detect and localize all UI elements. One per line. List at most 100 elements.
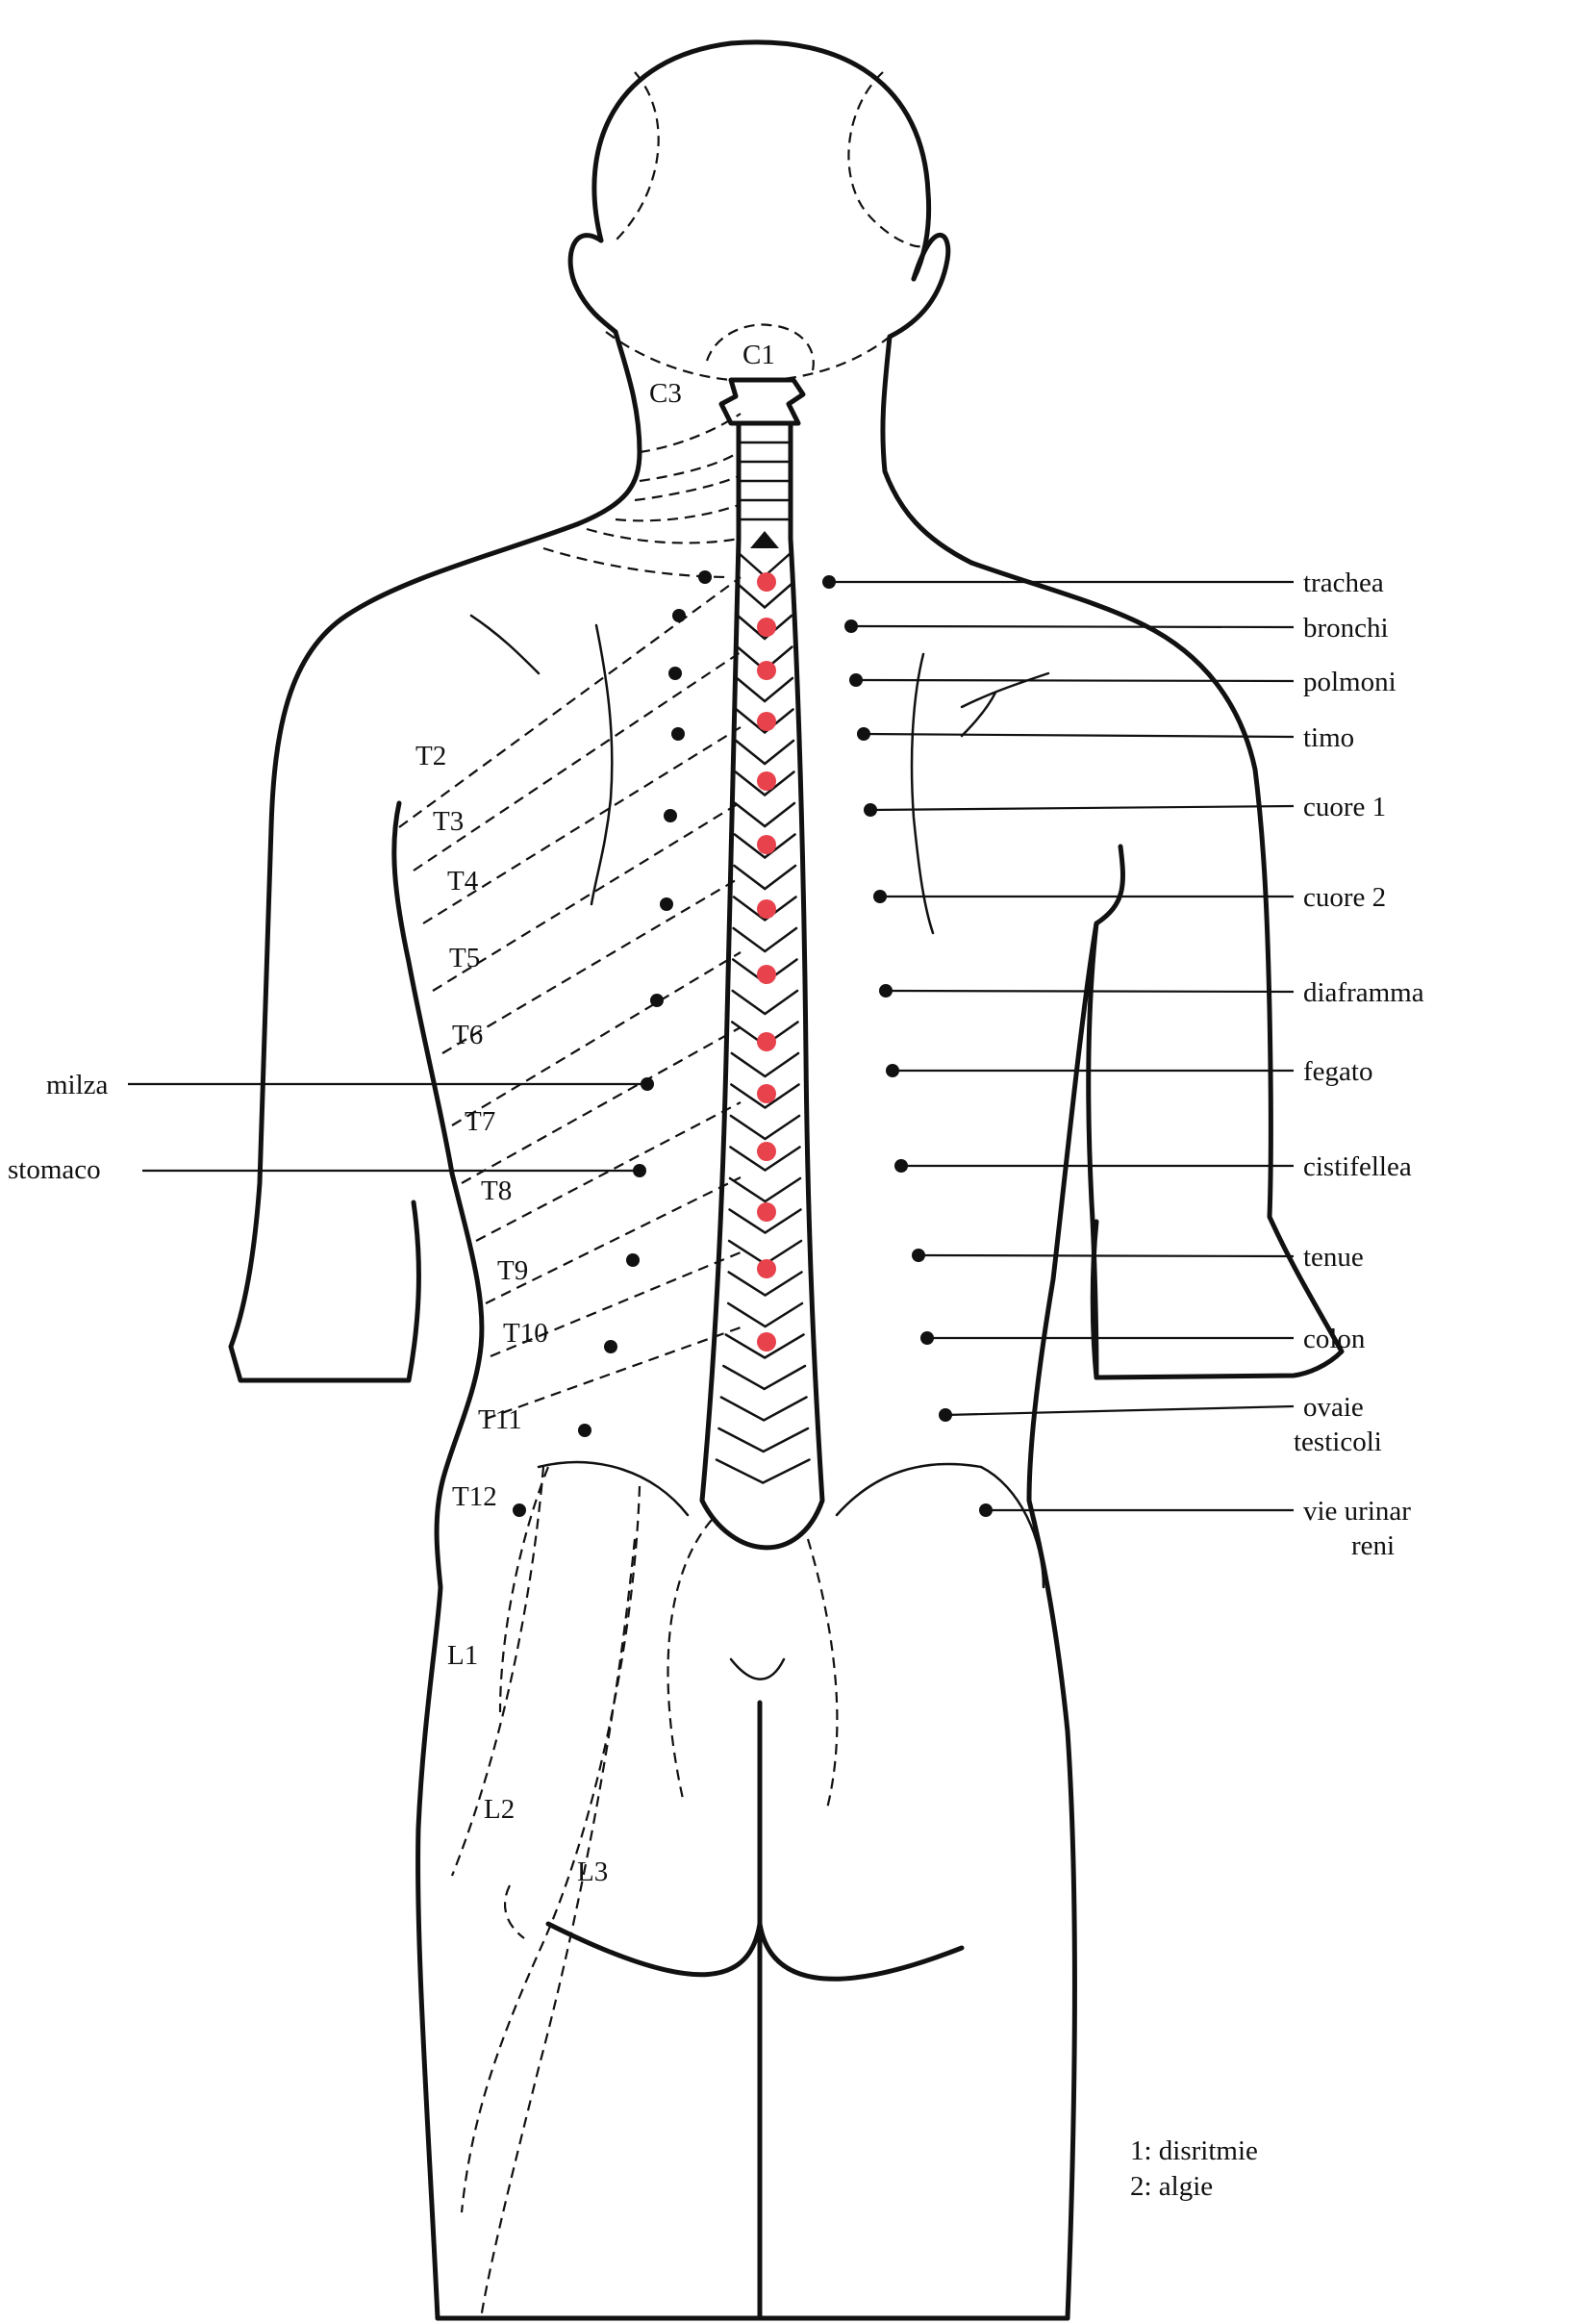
spine-chevron [733, 833, 796, 860]
spinal-point [757, 899, 776, 919]
spine-chevron [732, 896, 797, 922]
thoracic-dermatome-line [485, 1176, 742, 1304]
dermatome-point [664, 809, 677, 822]
thoracic-dermatome-line [432, 801, 742, 992]
segment-label: T2 [415, 741, 446, 771]
spine-chevron [737, 583, 792, 610]
organ-label: cuore 1 [1303, 792, 1386, 822]
spinal-point [757, 965, 776, 984]
organ-label: milza [46, 1070, 109, 1100]
spine-chevron [724, 1333, 805, 1359]
segment-label: T7 [465, 1106, 495, 1137]
organ-label: bronchi [1303, 613, 1389, 644]
segment-label: T5 [449, 943, 480, 973]
organ-label: fegato [1303, 1056, 1372, 1087]
spinal-point [757, 771, 776, 791]
thoracic-dermatome-lines [398, 570, 742, 1517]
segment-label: L3 [577, 1857, 608, 1887]
dermatome-point [650, 994, 664, 1007]
segment-label: T9 [497, 1255, 528, 1286]
dermatome-point [671, 727, 685, 741]
spinal-point [757, 712, 776, 731]
dermatome-point [672, 609, 686, 622]
spine-chevron [730, 1083, 800, 1110]
organ-label: tenue [1303, 1242, 1364, 1273]
spine-chevron [728, 1208, 802, 1234]
dermatome-point [698, 570, 712, 584]
segment-label: T11 [478, 1404, 522, 1435]
spine-chevron [731, 989, 799, 1016]
segment-label: L1 [447, 1640, 478, 1671]
organ-leader-line [863, 732, 1295, 739]
organ-label: colon [1303, 1324, 1366, 1354]
head-details [542, 71, 924, 579]
thoracic-dermatome-line [451, 951, 742, 1126]
organ-label: timo [1303, 722, 1354, 753]
dermatome-point [626, 1253, 640, 1267]
organ-label-secondary: testicoli [1294, 1427, 1382, 1457]
organ-leader-line [918, 1253, 1295, 1258]
thoracic-dermatome-line [490, 1250, 742, 1358]
thoracic-dermatome-line [461, 1026, 742, 1184]
thoracic-dermatome-line [413, 651, 742, 872]
segment-label: C3 [649, 378, 682, 409]
dermatome-point [604, 1340, 617, 1353]
lumbar-dermatome-lines [450, 1466, 839, 2319]
organ-leader-line [855, 678, 1295, 683]
body-details [469, 614, 1050, 2321]
dermatome-point [668, 667, 682, 680]
spine-chevron [719, 1396, 808, 1422]
dermatome-point [660, 897, 673, 911]
thoracic-dermatome-line [475, 1101, 742, 1242]
spine-chevron [729, 1114, 801, 1141]
spinal-points [757, 572, 776, 1351]
organ-label: stomaco [8, 1154, 101, 1185]
thoracic-dermatome-line [441, 876, 742, 1054]
spine-chevron [734, 770, 795, 797]
organ-leader-line [869, 804, 1295, 812]
spine-chevron [730, 1051, 800, 1078]
segment-label: T3 [433, 806, 464, 837]
organ-label: cistifellea [1303, 1151, 1412, 1182]
spinal-point [757, 835, 776, 854]
organ-leader-line [850, 624, 1295, 629]
organ-label: ovaie [1303, 1392, 1364, 1423]
spinal-point [757, 1332, 776, 1351]
legend-line-1: 1: disritmie [1130, 2135, 1258, 2166]
spine-chevron [729, 1146, 801, 1173]
spine-chevron [727, 1271, 803, 1297]
dermatome-point [513, 1503, 526, 1517]
organ-label: cuore 2 [1303, 882, 1386, 913]
organ-labels-left: milza stomaco [8, 1070, 649, 1185]
segment-label: T10 [503, 1318, 548, 1349]
segment-label: C1 [742, 340, 775, 370]
thoracic-dermatome-line [422, 726, 742, 924]
segment-label: L2 [484, 1794, 515, 1825]
spine-chevrons [715, 551, 811, 1484]
spinal-point [757, 572, 776, 592]
spinal-point [757, 1032, 776, 1051]
segment-label: T6 [452, 1020, 483, 1050]
thoracic-dermatome-line [485, 1326, 742, 1421]
spine-chevron [717, 1427, 810, 1453]
body-outline [228, 39, 1345, 2321]
spinal-point [757, 1259, 776, 1278]
spine-chevron [733, 864, 797, 891]
spinal-point [757, 1202, 776, 1222]
organ-label-secondary: reni [1351, 1530, 1395, 1561]
segment-label: T8 [481, 1175, 512, 1206]
spine-chevron [735, 739, 795, 766]
organ-leader-line [944, 1404, 1295, 1417]
spine-chevron [728, 1176, 802, 1203]
organ-leader-line [885, 989, 1295, 994]
spine-chevron [735, 676, 794, 703]
spine-chevron [732, 926, 798, 953]
spine-chevron [726, 1301, 804, 1328]
segment-label: T12 [452, 1481, 497, 1512]
spinal-point [757, 1084, 776, 1103]
spine-chevron [736, 614, 793, 641]
spine-chevron [734, 801, 796, 828]
